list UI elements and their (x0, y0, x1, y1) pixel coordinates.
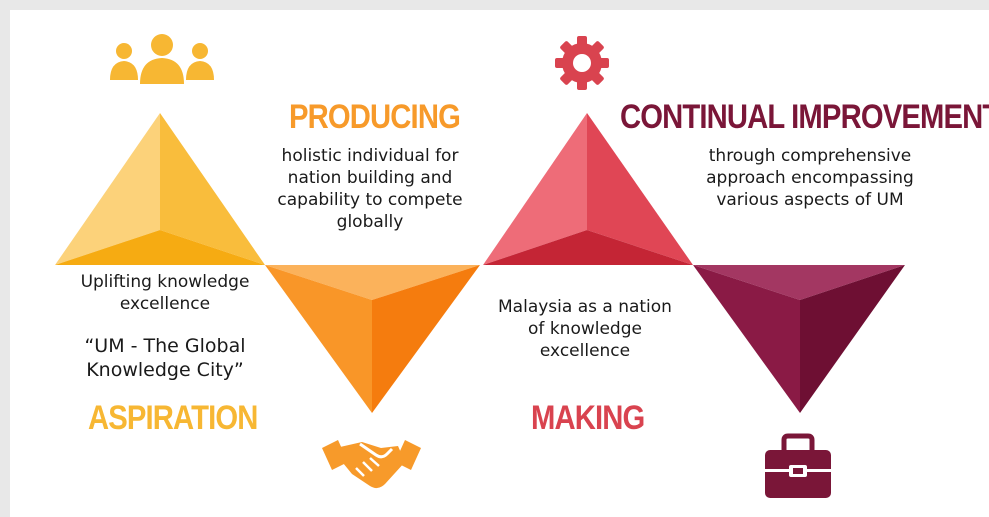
improvement-pyramid (693, 265, 905, 413)
text-line: excellence (119, 294, 211, 314)
producing-pyramid (265, 265, 480, 413)
heading-continual-improvement: CONTINUAL IMPROVEMENT (620, 98, 989, 136)
heading-producing: PRODUCING (289, 98, 461, 136)
aspiration-pyramid (55, 113, 265, 265)
text-line: through comprehensive (708, 146, 912, 166)
text-line: “UM - The Global (84, 335, 246, 357)
briefcase-icon (765, 433, 831, 498)
gear-icon (555, 36, 609, 90)
improvement-description: through comprehensive approach encompass… (690, 145, 930, 211)
text-line: holistic individual for (281, 146, 459, 166)
text-line: excellence (539, 341, 631, 361)
aspiration-quote: “UM - The Global Knowledge City” (50, 334, 280, 382)
text-line: capability to compete (277, 190, 463, 210)
text-line: Uplifting knowledge (80, 272, 250, 292)
text-line: Knowledge City” (86, 359, 244, 381)
text-line: globally (336, 212, 404, 232)
text-line: various aspects of UM (716, 190, 904, 210)
producing-description: holistic individual for nation building … (255, 145, 485, 233)
heading-making: MAKING (531, 399, 645, 437)
handshake-icon (322, 440, 421, 489)
text-line: Malaysia as a nation (498, 297, 672, 317)
text-line: nation building and (287, 168, 453, 188)
people-icon (110, 34, 214, 84)
making-pyramid (483, 113, 693, 265)
making-description: Malaysia as a nation of knowledge excell… (470, 296, 700, 362)
heading-aspiration: ASPIRATION (88, 399, 258, 437)
aspiration-description: Uplifting knowledge excellence (50, 271, 280, 315)
text-line: of knowledge (528, 319, 642, 339)
text-line: approach encompassing (706, 168, 914, 188)
